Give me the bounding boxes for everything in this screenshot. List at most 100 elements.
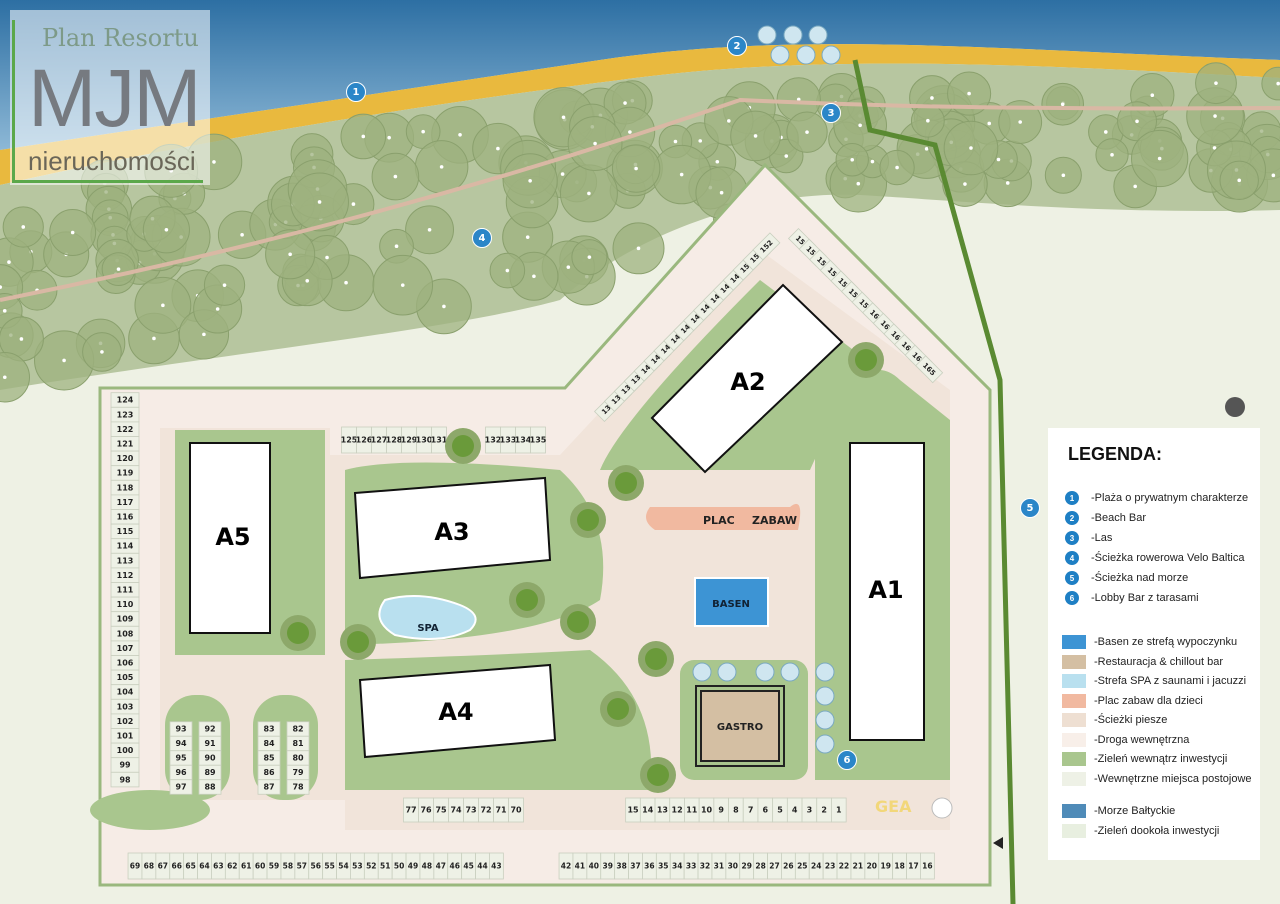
parking-space-number: 98: [119, 775, 131, 784]
pool-label: BASEN: [712, 599, 750, 610]
parking-space: 71: [493, 797, 509, 823]
legend-item: -Zieleń wewnątrz inwestycji: [1062, 752, 1227, 766]
tree-center: [924, 147, 929, 151]
parking-space-number: 21: [853, 862, 863, 871]
legend-number-badge: 4: [1065, 551, 1079, 565]
parking-space-number: 24: [811, 862, 821, 871]
legend-label: -Strefa SPA z saunami i jacuzzi: [1094, 675, 1247, 687]
parking-space: 86: [257, 764, 281, 781]
parking-space-number: 120: [117, 454, 134, 463]
parking-space-number: 132: [485, 436, 502, 445]
logo-line-1: Plan Resortu: [42, 24, 199, 52]
parking-space-number: 25: [797, 862, 807, 871]
parking-space: 152: [752, 232, 781, 261]
building-a5[interactable]: [189, 442, 271, 634]
forest-trees: [0, 62, 1280, 403]
path-to-sea: [852, 59, 1016, 904]
parking-space: 21: [850, 852, 866, 880]
parking-space: 56: [308, 852, 324, 880]
tree-crown: [287, 622, 309, 644]
parking-space: 3: [801, 797, 818, 823]
building-a2[interactable]: [650, 283, 844, 474]
tree-crown: [855, 349, 877, 371]
parking-space: 165: [915, 355, 944, 384]
legend-number-badge: 6: [1065, 591, 1079, 605]
parking-space-number: 1: [836, 806, 842, 815]
marker-1[interactable]: 1: [346, 82, 366, 102]
legend-label: -Zieleń dookoła inwestycji: [1094, 824, 1220, 837]
marker-2[interactable]: 2: [727, 36, 747, 56]
parking-space-number: 43: [491, 862, 501, 871]
parking-space: 99: [110, 757, 140, 773]
legend-item: -Restauracja & chillout bar: [1062, 654, 1224, 669]
parking-space: 9: [713, 797, 729, 823]
marker-3[interactable]: 3: [821, 103, 841, 123]
legend-item: 1-Plaża o prywatnym charakterze: [1062, 491, 1248, 505]
tree-center: [532, 274, 536, 279]
tree-center: [2, 309, 7, 313]
parking-space: 38: [614, 852, 629, 880]
parking-space: 74: [448, 797, 464, 823]
tree-center: [442, 304, 446, 309]
parking-space-number: 22: [839, 862, 849, 871]
marker-4[interactable]: 4: [472, 228, 492, 248]
marker-5[interactable]: 5: [1020, 498, 1040, 518]
parking-space: 84: [257, 735, 281, 752]
logo-line-2: MJM: [28, 53, 202, 144]
pool: [694, 577, 769, 627]
parking-space-number: 20: [867, 862, 877, 871]
parking-space-number: 16: [922, 862, 932, 871]
parking-space-number: 111: [117, 585, 134, 594]
tree-center: [70, 230, 75, 235]
building-a4[interactable]: [358, 663, 557, 759]
parking-space-number: 30: [728, 862, 738, 871]
tree-center: [1135, 119, 1139, 124]
parking-space: 64: [197, 852, 212, 880]
legend-label: -Ścieżki piesze: [1094, 714, 1168, 726]
legend-label: -Restauracja & chillout bar: [1094, 655, 1224, 668]
parking-space-number: 96: [175, 768, 187, 777]
parking-space-number: 101: [117, 731, 134, 740]
tree-center: [850, 157, 855, 162]
tree-center: [496, 146, 500, 151]
parking-space: 14: [639, 797, 656, 823]
tree-center: [215, 307, 220, 311]
parking-space: 109: [110, 611, 140, 627]
parking-space-number: 39: [602, 862, 612, 871]
parking-space-number: 80: [292, 754, 304, 763]
parking-space-number: 130: [416, 436, 433, 445]
parking-space-number: 121: [117, 439, 134, 448]
parking-space-number: 3: [807, 806, 813, 815]
parking-space-outline: [198, 779, 222, 795]
tree-center: [361, 134, 366, 139]
umbrella-icon: [755, 662, 775, 682]
parking-space-number: 83: [263, 725, 274, 734]
parking-space: 122: [110, 421, 140, 437]
parking-space: 42: [558, 852, 574, 880]
tree-center: [528, 178, 532, 183]
parking-space: 2: [816, 797, 832, 823]
parking-space-number: 126: [356, 436, 373, 445]
parking-space: 85: [257, 750, 281, 766]
tree-center: [679, 172, 684, 177]
parking-space: 110: [110, 596, 140, 613]
parking-space-number: 2: [821, 806, 827, 815]
parking-space-number: 64: [199, 862, 209, 871]
marker-6[interactable]: 6: [837, 750, 857, 770]
legend-label: -Ścieżka nad morze: [1091, 572, 1189, 584]
parking-space-number: 36: [644, 862, 654, 871]
tree-center: [698, 139, 703, 143]
building-a1[interactable]: [849, 442, 925, 741]
parking-space: 91: [198, 735, 222, 752]
site-trees: [280, 25, 884, 793]
legend-label: -Ścieżka rowerowa Velo Baltica: [1091, 552, 1245, 564]
legend-swatch: [1062, 654, 1086, 669]
parking-space: 58: [280, 852, 296, 880]
parking-space-number: 117: [117, 498, 134, 507]
parking-space: 63: [211, 852, 226, 880]
tree-center: [805, 130, 809, 134]
legend: LEGENDA: 1-Plaża o prywatnym charakterze…: [1048, 428, 1260, 860]
parking-space: 80: [286, 750, 310, 766]
parking-space-number: 114: [117, 542, 134, 551]
building-a3[interactable]: [353, 476, 552, 580]
